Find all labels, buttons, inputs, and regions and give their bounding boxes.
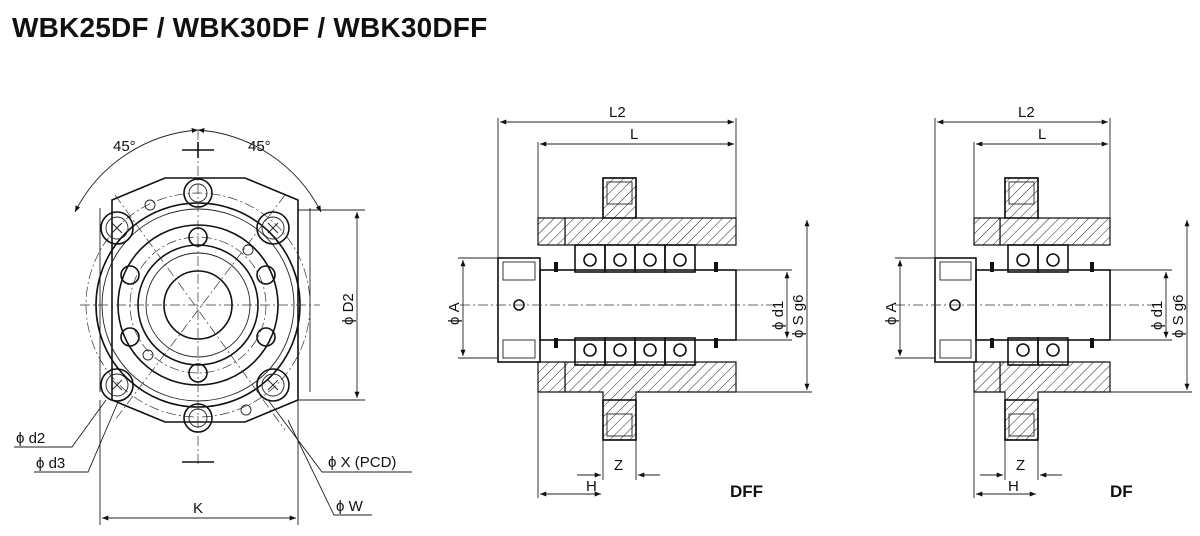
dff-l2-label: L2 <box>609 104 626 121</box>
dff-view-label: DFF <box>730 482 763 501</box>
df-bearings <box>990 244 1094 366</box>
df-section-view: L2 L ϕ A <box>883 104 1192 501</box>
df-h-label: H <box>1008 478 1019 495</box>
pcd-label: ϕ X (PCD) <box>328 454 396 471</box>
dff-d1-label: ϕ d1 <box>770 301 787 330</box>
df-l-label: L <box>1038 126 1046 143</box>
corner-hole-br <box>256 368 290 402</box>
dff-s-label: ϕ S g6 <box>790 295 807 338</box>
corner-hole-tl <box>100 211 134 245</box>
front-view: 45° 45° ϕ D2 K ϕ d2 ϕ d3 ϕ X (PCD) ϕ W <box>14 127 412 525</box>
k-label: K <box>193 500 203 517</box>
df-s-label: ϕ S g6 <box>1170 295 1187 338</box>
df-view-label: DF <box>1110 482 1133 501</box>
dff-z-label: Z <box>614 457 623 474</box>
dff-h-label: H <box>586 478 597 495</box>
corner-hole-tr <box>256 211 290 245</box>
d2-label: ϕ D2 <box>340 293 357 325</box>
small-d3-label: ϕ d3 <box>36 455 65 472</box>
page-title: WBK25DF / WBK30DF / WBK30DFF <box>12 12 488 43</box>
df-a-label: ϕ A <box>883 302 900 325</box>
dff-section-view: L2 L <box>446 104 812 501</box>
df-l2-label: L2 <box>1018 104 1035 121</box>
dff-l-label: L <box>630 126 638 143</box>
dff-bearings <box>554 244 718 366</box>
small-d2-label: ϕ d2 <box>16 430 45 447</box>
corner-hole-bl <box>100 368 134 402</box>
angle-right-label: 45° <box>248 138 271 155</box>
angle-left-label: 45° <box>113 138 136 155</box>
dff-a-label: ϕ A <box>446 302 463 325</box>
df-d1-label: ϕ d1 <box>1149 301 1166 330</box>
df-z-label: Z <box>1016 457 1025 474</box>
w-label: ϕ W <box>336 498 364 515</box>
